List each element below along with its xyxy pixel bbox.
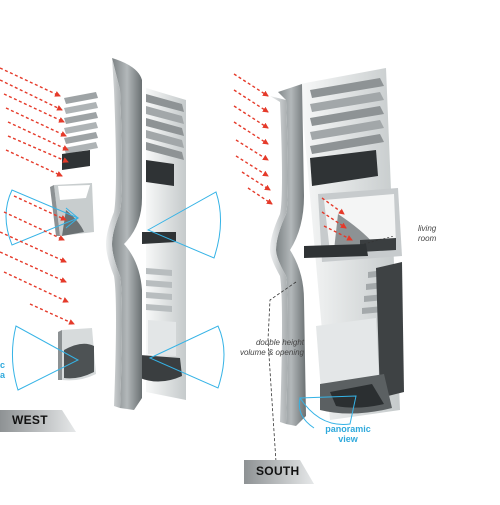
double-height-leader bbox=[267, 281, 297, 463]
west-view-cone-upper bbox=[5, 189, 80, 246]
double-height-line2: volume & opening bbox=[239, 348, 304, 357]
west-view-cone-lower bbox=[11, 325, 80, 391]
south-module bbox=[267, 68, 404, 463]
center-module bbox=[106, 58, 225, 410]
sun-arrows-right bbox=[233, 73, 353, 241]
sun-arrows-left bbox=[0, 67, 75, 325]
west-mid-fragment bbox=[50, 183, 94, 236]
south-louvres bbox=[310, 78, 384, 186]
south-curved-wall bbox=[276, 84, 306, 426]
living-room-annotation: living room bbox=[418, 224, 436, 244]
left-edge-line2: a bbox=[0, 370, 6, 380]
double-height-annotation: double height volume & opening bbox=[232, 338, 304, 358]
west-fragments bbox=[5, 92, 98, 391]
center-view-cone-upper bbox=[146, 191, 222, 259]
west-label: WEST bbox=[12, 413, 48, 427]
south-label: SOUTH bbox=[256, 464, 300, 478]
west-low-fragment bbox=[58, 328, 96, 381]
west-tab bbox=[0, 410, 76, 432]
panoramic-line2: view bbox=[338, 434, 358, 444]
west-louvres bbox=[62, 92, 98, 170]
center-view-cone-lower bbox=[148, 325, 225, 389]
living-room-line2: room bbox=[418, 234, 437, 243]
south-tab bbox=[244, 460, 314, 484]
center-lattice bbox=[146, 268, 172, 312]
panoramic-line1: panoramic bbox=[325, 424, 371, 434]
center-curved-wall bbox=[112, 58, 142, 410]
left-edge-annotation: c a bbox=[0, 360, 6, 380]
center-louvres bbox=[146, 94, 184, 186]
living-room-line1: living bbox=[418, 224, 437, 233]
double-height-line1: double height bbox=[255, 338, 304, 347]
left-edge-line1: c bbox=[0, 360, 6, 370]
panoramic-view-annotation: panoramic view bbox=[318, 424, 378, 444]
